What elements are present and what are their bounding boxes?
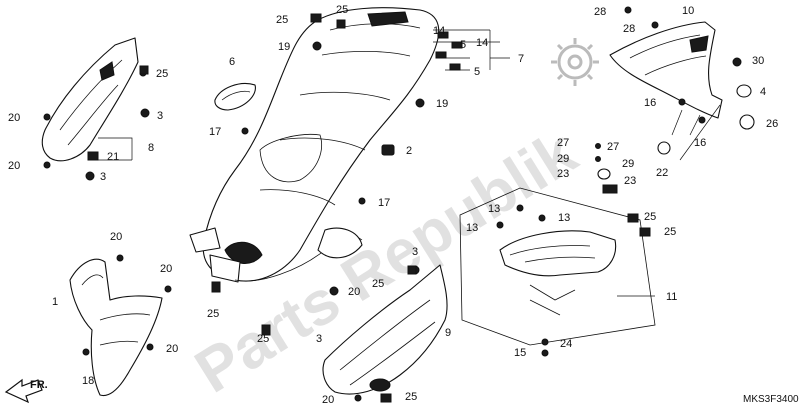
callout-25d: 25 — [207, 308, 219, 320]
callout-27b: 27 — [607, 141, 619, 153]
callout-14b: 14 — [476, 37, 488, 49]
callout-25f: 25 — [372, 278, 384, 290]
front-label: FR. — [30, 379, 48, 391]
callout-26: 26 — [766, 118, 778, 130]
hugger-part-1 — [69, 258, 163, 397]
callout-23b: 23 — [624, 175, 636, 187]
callout-labels: 1 2 3 3 3 3 4 5 5 6 7 8 9 10 11 13 13 13… — [8, 4, 778, 406]
callout-5a: 5 — [460, 39, 466, 51]
cover-part-10 — [609, 21, 723, 119]
callout-14a: 14 — [433, 25, 445, 37]
callout-25b: 25 — [336, 4, 348, 16]
callout-5b: 5 — [474, 66, 480, 78]
callout-20g: 20 — [322, 394, 334, 406]
callout-1: 1 — [52, 296, 58, 308]
callout-20c: 20 — [110, 231, 122, 243]
fasteners — [43, 6, 755, 403]
callout-15: 15 — [514, 347, 526, 359]
callout-20a: 20 — [8, 112, 20, 124]
callout-20b: 20 — [8, 160, 20, 172]
callout-25a: 25 — [276, 14, 288, 26]
front-arrow-icon: FR. — [4, 378, 48, 404]
callout-3b: 3 — [100, 171, 106, 183]
rear-fender-assembly — [189, 7, 440, 283]
callout-24: 24 — [560, 338, 572, 350]
callout-16a: 16 — [644, 97, 656, 109]
callout-13a: 13 — [488, 203, 500, 215]
callout-7: 7 — [518, 53, 524, 65]
callout-3d: 3 — [316, 333, 322, 345]
callout-23a: 23 — [557, 168, 569, 180]
callout-8: 8 — [148, 142, 154, 154]
callout-20d: 20 — [160, 263, 172, 275]
callout-27a: 27 — [557, 137, 569, 149]
callout-17b: 17 — [378, 197, 390, 209]
callout-11: 11 — [666, 291, 677, 303]
diagram-code: MKS3F3400 — [743, 394, 799, 405]
callout-25i: 25 — [664, 226, 676, 238]
callout-29b: 29 — [622, 158, 634, 170]
callout-25g: 25 — [405, 391, 417, 403]
callout-3c: 3 — [412, 246, 418, 258]
callout-25e: 25 — [257, 333, 269, 345]
side-cover-part-8 — [41, 37, 139, 162]
callout-2: 2 — [406, 145, 412, 157]
callout-17a: 17 — [209, 126, 221, 138]
callout-20f: 20 — [348, 286, 360, 298]
callout-25c: 25 — [156, 68, 168, 80]
callout-13c: 13 — [466, 222, 478, 234]
callout-6: 6 — [229, 56, 235, 68]
callout-22: 22 — [656, 167, 668, 179]
leader-lines — [98, 29, 721, 297]
callout-18: 18 — [82, 375, 94, 387]
callout-9: 9 — [445, 327, 451, 339]
callout-20e: 20 — [166, 343, 178, 355]
callout-30: 30 — [752, 55, 764, 67]
callout-28a: 28 — [594, 6, 606, 18]
callout-21: 21 — [107, 151, 119, 163]
side-cover-part-9 — [322, 264, 448, 395]
callout-10: 10 — [682, 5, 694, 17]
bracket-part-11 — [459, 187, 656, 346]
callout-29a: 29 — [557, 153, 569, 165]
callout-16b: 16 — [694, 137, 706, 149]
callout-4: 4 — [760, 86, 766, 98]
clip-part-6 — [214, 82, 256, 111]
gear-watermark-icon — [551, 38, 599, 86]
callout-25h: 25 — [644, 211, 656, 223]
callout-3a: 3 — [157, 110, 163, 122]
callout-19b: 19 — [436, 98, 448, 110]
callout-19a: 19 — [278, 41, 290, 53]
callout-13b: 13 — [558, 212, 570, 224]
grommet-part-2 — [381, 144, 395, 156]
callout-28b: 28 — [623, 23, 635, 35]
